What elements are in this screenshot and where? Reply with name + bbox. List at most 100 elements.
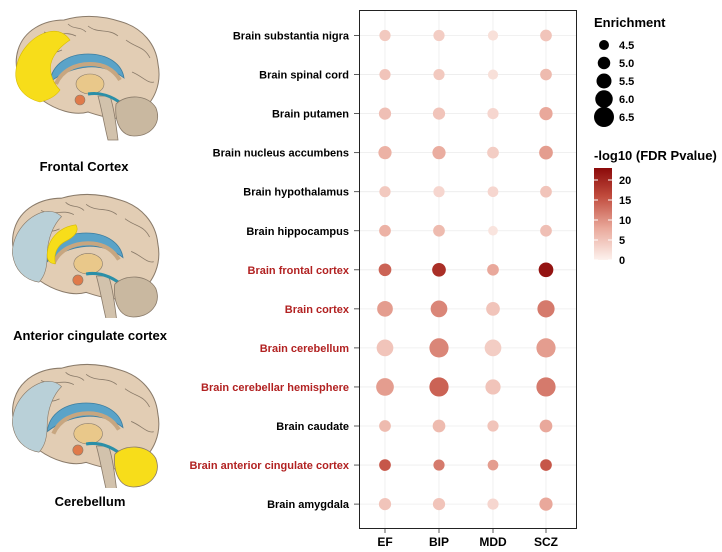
plot-panel-border (359, 10, 577, 529)
data-point (433, 186, 445, 198)
data-point (485, 379, 501, 395)
data-point (540, 29, 552, 42)
data-point (488, 225, 498, 236)
y-tick-label: Brain putamen (272, 109, 349, 121)
data-point (379, 29, 391, 42)
x-tick-label: BIP (429, 535, 449, 549)
brain-anterior-cingulate-graphic (12, 194, 160, 322)
x-tick-label: MDD (479, 535, 507, 549)
brain-gyrus (124, 218, 150, 238)
data-point (376, 378, 394, 396)
fdr-legend-label: 5 (619, 235, 625, 247)
data-point (540, 185, 552, 198)
fdr-color-legend: -log10 (FDR Pvalue) 0 5 10 15 20 (594, 148, 717, 267)
enrichment-legend-dot (594, 107, 614, 127)
data-point (487, 420, 499, 432)
data-point (432, 498, 446, 511)
y-tick-label: Brain hypothalamus (243, 187, 349, 199)
cerebellum-region (114, 446, 158, 488)
data-point (378, 107, 392, 120)
hypothalamus (72, 274, 84, 286)
data-point (432, 107, 446, 120)
data-point (379, 420, 391, 432)
data-point (379, 68, 391, 81)
brain-caption-anterior-cingulate: Anterior cingulate cortex (13, 328, 167, 343)
enrichment-legend-label: 4.5 (619, 40, 634, 52)
data-point (378, 498, 392, 511)
data-point (487, 459, 499, 471)
data-point (379, 459, 391, 471)
data-point (538, 262, 554, 278)
brain-gyrus (130, 421, 154, 433)
enrichment-legend-dot (596, 73, 612, 89)
fdr-legend-title: -log10 (FDR Pvalue) (594, 148, 717, 163)
data-point (540, 224, 552, 237)
fdr-legend-label: 20 (619, 175, 631, 187)
enrichment-legend-dot (599, 40, 609, 50)
y-tick-label: Brain amygdala (267, 499, 350, 511)
data-point (539, 107, 553, 121)
enrichment-legend-label: 6.5 (619, 112, 634, 124)
data-point (376, 339, 394, 357)
brain-caption-frontal: Frontal Cortex (39, 159, 129, 174)
data-point (484, 339, 502, 357)
data-point (429, 377, 449, 397)
enrichment-legend-dot (595, 90, 613, 108)
data-point (377, 301, 393, 317)
fdr-legend-label: 15 (619, 195, 631, 207)
cerebellum-region (114, 276, 158, 318)
fdr-colorbar (594, 168, 612, 260)
data-point (433, 68, 445, 81)
brain-frontal-graphic (15, 15, 160, 141)
brain-gyrus (130, 251, 154, 263)
frontal-lobe (12, 210, 62, 283)
brain-gyrus (65, 371, 85, 381)
x-tick-label: SCZ (534, 535, 558, 549)
data-point (486, 302, 500, 316)
cerebellum-region (115, 96, 158, 137)
y-tick-label: Brain spinal cord (259, 70, 349, 82)
brain-gyrus (85, 374, 118, 385)
data-point (540, 68, 552, 81)
brain-gyrus (125, 39, 151, 59)
fdr-legend-label: 10 (619, 215, 631, 227)
data-point (432, 419, 446, 433)
data-point (379, 224, 391, 237)
data-point (539, 497, 553, 511)
fdr-legend-label: 0 (619, 255, 625, 267)
data-point (536, 338, 556, 358)
data-point (433, 29, 445, 42)
y-tick-label: Brain substantia nigra (233, 31, 350, 43)
data-point (378, 146, 392, 160)
data-point (379, 186, 391, 198)
enrichment-legend-label: 6.0 (619, 94, 634, 106)
corpus-callosum (51, 241, 121, 265)
data-point (429, 338, 449, 358)
data-point (432, 262, 446, 277)
enrichment-legend-dot (597, 56, 611, 70)
y-tick-label: Brain caudate (276, 421, 349, 433)
y-tick-label: Brain cerebellum (260, 343, 349, 355)
frontal-cortex-highlight (15, 30, 71, 103)
brain-image-frontal (4, 12, 164, 152)
brain-gyrus (85, 204, 118, 215)
y-tick-label: Brain cerebellar hemisphere (201, 382, 349, 394)
data-point (487, 498, 499, 510)
data-point (540, 459, 552, 471)
data-point (433, 459, 445, 471)
hypothalamus (74, 94, 86, 106)
data-point (378, 263, 392, 277)
enrichment-legend-label: 5.0 (619, 58, 634, 70)
data-point (539, 419, 553, 433)
data-point (487, 108, 499, 120)
corpus-callosum (54, 61, 122, 85)
x-tick-label: EF (377, 535, 392, 549)
brain-gyrus (65, 201, 85, 211)
data-point (536, 377, 556, 397)
corpus-callosum (51, 411, 121, 435)
data-point (430, 300, 448, 318)
y-tick-label: Brain anterior cingulate cortex (189, 460, 349, 472)
y-tick-label: Brain cortex (285, 304, 350, 316)
brain-gyrus (67, 23, 87, 33)
